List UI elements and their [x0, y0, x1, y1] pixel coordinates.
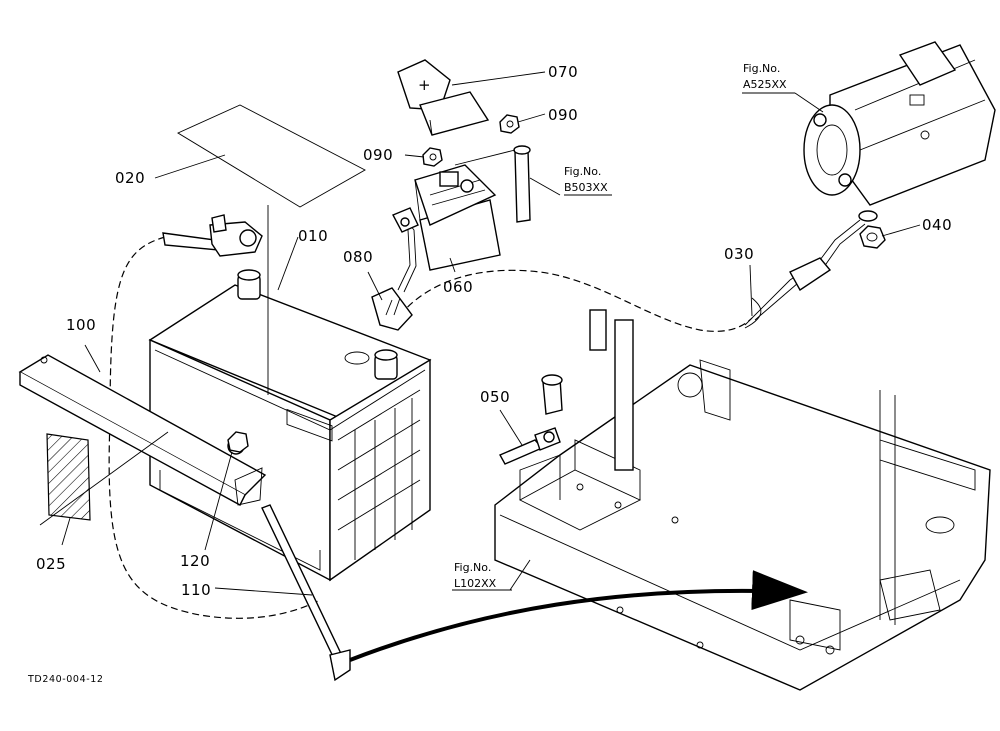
label-040: 040 — [922, 216, 952, 234]
label-030: 030 — [724, 245, 754, 263]
figref-frame-caption: Fig.No. — [454, 561, 491, 574]
label-100: 100 — [66, 316, 96, 334]
label-060: 060 — [443, 278, 473, 296]
leader-lines — [39, 71, 921, 596]
label-090-left: 090 — [363, 146, 393, 164]
figref-starter-number: A525XX — [743, 78, 787, 91]
nut-090-left — [422, 147, 443, 167]
starter-cable-route — [399, 269, 753, 332]
label-080: 080 — [343, 248, 373, 266]
battery-grid — [337, 389, 421, 560]
insulator-pad-020 — [177, 104, 366, 395]
label-050: 050 — [480, 388, 510, 406]
positive-cable-080 — [371, 207, 419, 331]
terminal-cover-070: + — [397, 59, 490, 136]
part-labels: 020 010 100 025 120 110 080 060 070 090 … — [36, 63, 952, 599]
ground-cable-050 — [499, 374, 563, 465]
pad-025 — [46, 433, 91, 521]
negative-terminal-clamp — [162, 214, 263, 257]
bolt-b503 — [454, 145, 531, 223]
figure-ref-fuse: Fig.No. B503XX — [564, 165, 608, 194]
label-020: 020 — [115, 169, 145, 187]
plus-symbol: + — [418, 76, 431, 94]
bolt-120 — [227, 431, 249, 453]
ground-cable-route — [108, 236, 321, 619]
starter-cable-030 — [744, 210, 878, 329]
fuse-box-060 — [414, 164, 501, 271]
label-010: 010 — [298, 227, 328, 245]
label-070: 070 — [548, 63, 578, 81]
frame-assembly — [494, 309, 991, 691]
nut-040 — [859, 225, 886, 249]
figref-frame-number: L102XX — [454, 577, 497, 590]
label-090-right: 090 — [548, 106, 578, 124]
figref-fuse-caption: Fig.No. — [564, 165, 601, 178]
figref-fuse-number: B503XX — [564, 181, 608, 194]
label-110: 110 — [181, 581, 211, 599]
figure-ref-starter: Fig.No. A525XX — [743, 62, 787, 91]
label-025: 025 — [36, 555, 66, 573]
battery — [148, 269, 432, 582]
mount-arrow — [349, 570, 808, 662]
figure-ref-frame: Fig.No. L102XX — [454, 561, 497, 590]
figref-starter-caption: Fig.No. — [743, 62, 780, 75]
drawing-code: TD240-004-12 — [27, 674, 104, 685]
starter-motor — [803, 41, 996, 206]
rod-110 — [261, 504, 808, 682]
nut-090-right — [499, 114, 520, 134]
label-120: 120 — [180, 552, 210, 570]
